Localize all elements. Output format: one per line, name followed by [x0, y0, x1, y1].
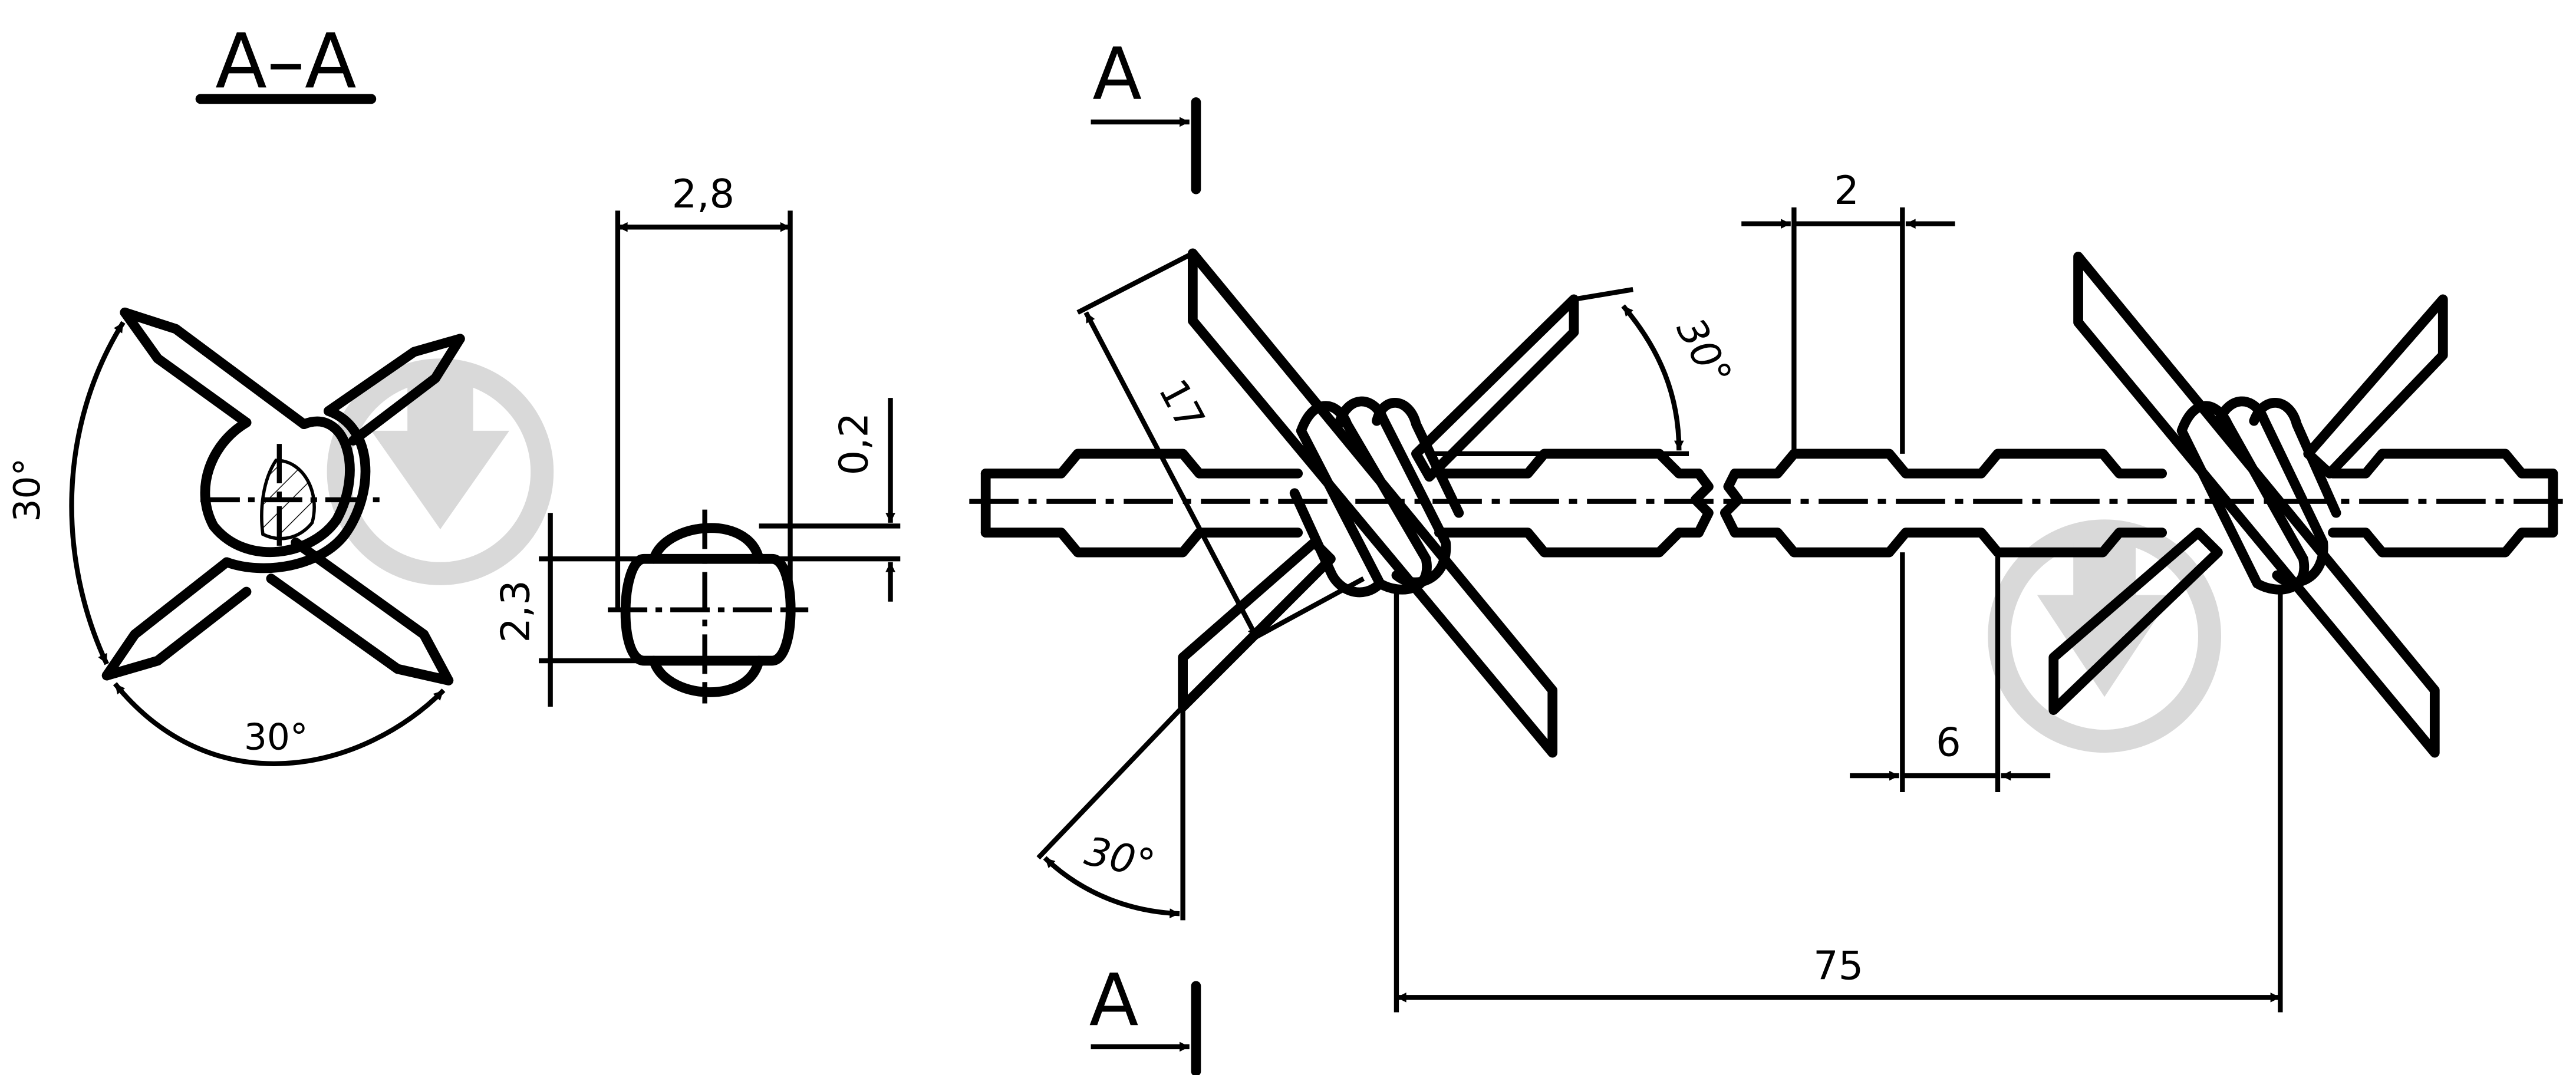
barb-right [2048, 252, 2448, 1013]
rib-dimensions [1396, 207, 2281, 1003]
barb-angle-top-label: 30° [1668, 311, 1741, 394]
cross-angle-bottom-label: 30° [244, 717, 308, 759]
section-marker-bottom: A [1089, 958, 1201, 1077]
cross-angle-vertical-label: 30° [6, 458, 48, 522]
wire-width-label: 2,8 [672, 171, 734, 217]
barb-length-label: 17 [1149, 372, 1214, 438]
svg-text:A: A [1092, 32, 1142, 116]
wire-section-view [539, 210, 901, 707]
svg-text:A–A: A–A [215, 18, 356, 106]
barb-left [1036, 248, 1689, 1013]
cross-section-view [69, 307, 465, 766]
barb-angle-bottom-label: 30° [1081, 828, 1159, 888]
rib-pitch-label: 6 [1936, 720, 1961, 766]
svg-text:A: A [1089, 958, 1139, 1043]
barb-spacing-label: 75 [1813, 943, 1863, 989]
section-title: A–A [195, 18, 377, 106]
section-marker-top: A [1091, 32, 1201, 194]
rib-height-label: 0,2 [831, 413, 877, 475]
wire-height-label: 2,3 [492, 580, 538, 642]
download-watermark-icon [1988, 519, 2222, 753]
rib-length-label: 2 [1834, 167, 1859, 213]
